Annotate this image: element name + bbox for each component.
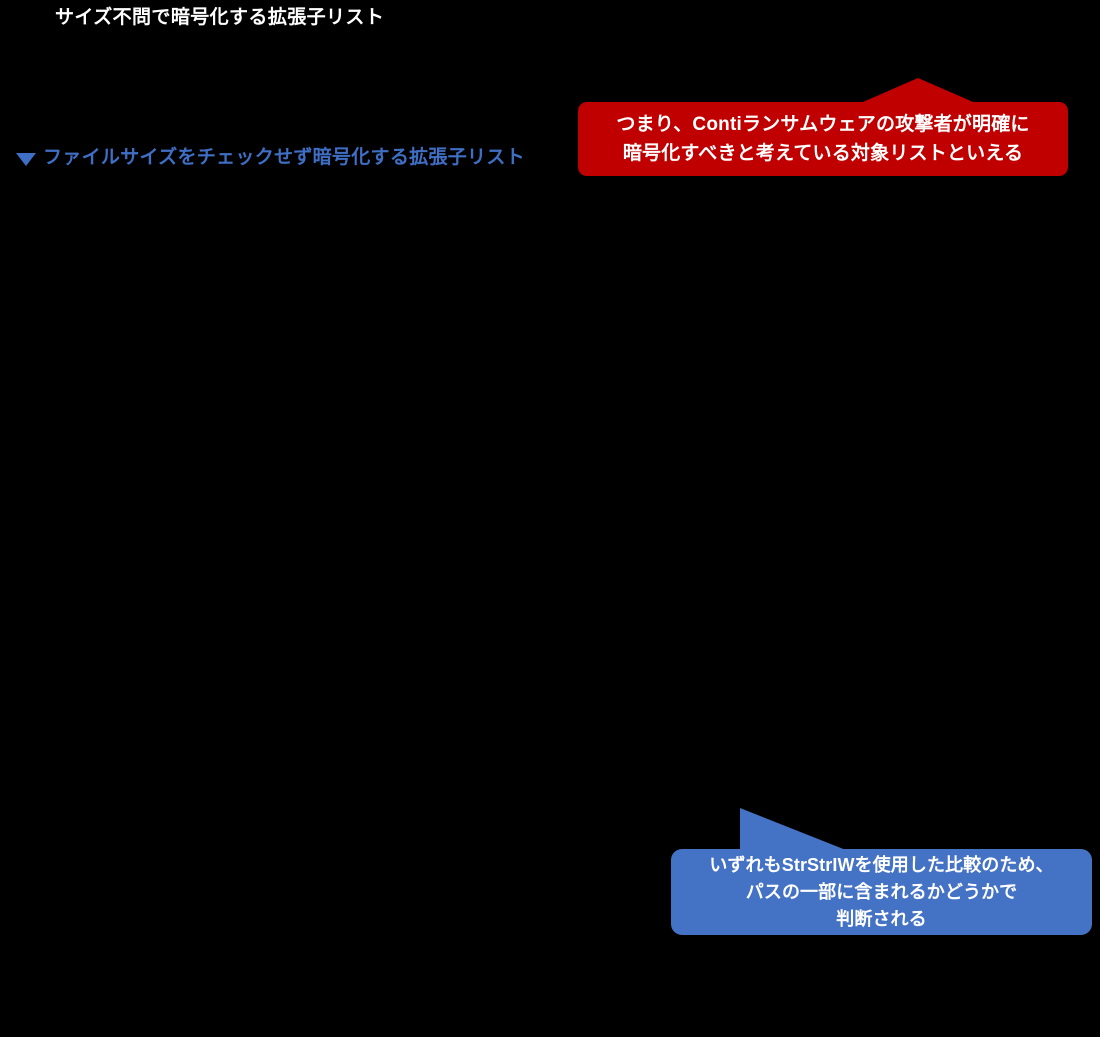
blue-callout-line-2: パスの一部に含まれるかどうかで	[745, 881, 1018, 902]
blue-callout-pointer-icon	[736, 808, 856, 854]
section-heading: ファイルサイズをチェックせず暗号化する拡張子リスト	[16, 146, 525, 170]
red-callout: つまり、Contiランサムウェアの攻撃者が明確に 暗号化すべきと考えている対象リ…	[578, 102, 1068, 176]
section-heading-label: ファイルサイズをチェックせず暗号化する拡張子リスト	[43, 147, 525, 168]
red-callout-line-1: つまり、Contiランサムウェアの攻撃者が明確に	[616, 114, 1030, 135]
blue-callout-line-3: 判断される	[836, 908, 927, 929]
red-callout-line-2: 暗号化すべきと考えている対象リストといえる	[622, 143, 1024, 164]
blue-callout-line-1: いずれもStrStrIWを使用した比較のため、	[709, 854, 1054, 875]
page-title: サイズ不問で暗号化する拡張子リスト	[55, 7, 385, 28]
blue-callout: いずれもStrStrIWを使用した比較のため、 パスの一部に含まれるかどうかで …	[671, 849, 1092, 935]
red-callout-pointer-icon	[856, 78, 980, 105]
triangle-down-icon	[16, 152, 36, 166]
